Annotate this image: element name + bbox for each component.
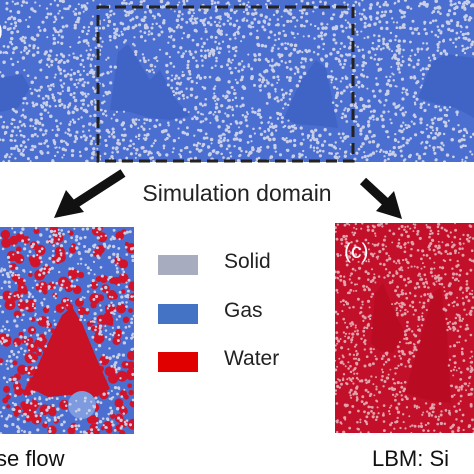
arrow-down-left-icon (54, 169, 126, 218)
two-phase-flow-panel (0, 227, 134, 434)
arrow-down-right-icon (359, 177, 402, 219)
solid-region (418, 54, 474, 118)
legend-solid-label: Solid (224, 250, 271, 273)
solid-grains (0, 227, 134, 434)
panel-c-letter: (c) (344, 240, 369, 263)
lbm-panel-c (335, 223, 474, 433)
legend-water-label: Water (224, 347, 280, 370)
solid-region (110, 44, 190, 120)
simulation-domain-box (96, 5, 355, 163)
solid-region (405, 287, 451, 403)
solid-triangle (28, 307, 110, 399)
solid-grains (0, 0, 474, 162)
lbm-panel-c-image (335, 223, 474, 433)
caption-two-phase-flow: se flow (0, 446, 65, 471)
solid-region (0, 74, 30, 112)
simulation-domain-label: Simulation domain (142, 180, 332, 206)
caption-lbm-simulation: LBM: Si (372, 446, 450, 471)
solid-region (371, 283, 405, 353)
top-panel-letter: ) (0, 19, 3, 43)
legend-gas-swatch (158, 304, 198, 324)
porous-medium-overview-image (0, 0, 474, 162)
legend-water-swatch (158, 352, 198, 372)
two-phase-flow-image (0, 227, 134, 434)
solid-region (284, 60, 338, 128)
solid-grains (335, 223, 474, 433)
legend-gas-label: Gas (224, 299, 263, 322)
legend-solid-swatch (158, 255, 198, 275)
porous-medium-overview (0, 0, 474, 162)
